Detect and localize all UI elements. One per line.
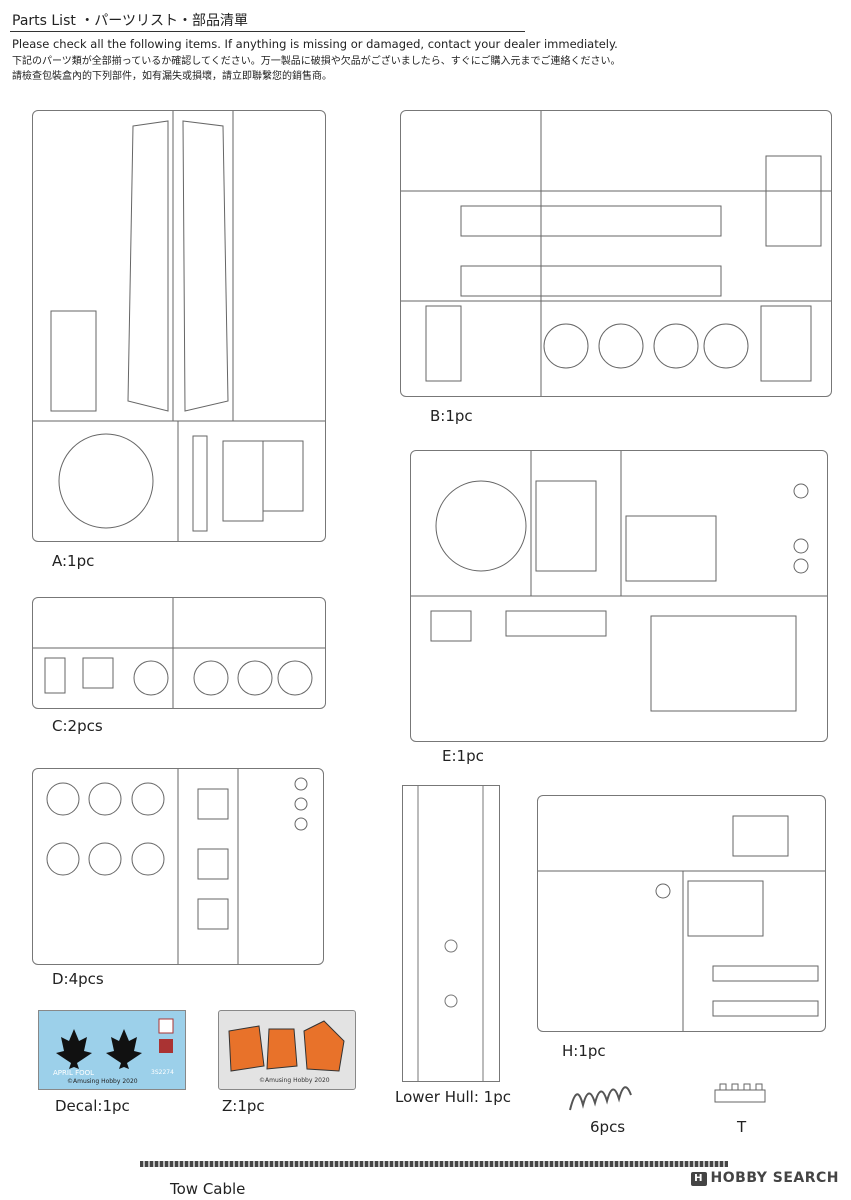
decal-text-2: ©Amusing Hobby 2020 xyxy=(67,1078,138,1085)
sprue-h-caption: H:1pc xyxy=(562,1042,606,1060)
photo-etch-graphics xyxy=(228,1020,345,1072)
page-title: Parts List ・パーツリスト・部品清單 xyxy=(12,13,249,29)
decal-text-1: APRIL FOOL xyxy=(53,1069,95,1077)
hobby-search-logo: H xyxy=(690,1172,707,1186)
photo-etch-sheet: ©Amusing Hobby 2020 xyxy=(218,1010,356,1090)
spring-caption: 6pcs xyxy=(590,1118,626,1136)
decal-code: 3S2274 xyxy=(151,1069,174,1076)
tow-cable-caption: Tow Cable xyxy=(170,1180,246,1198)
header-divider xyxy=(10,31,525,32)
lower-hull-caption: Lower Hull: 1pc xyxy=(395,1088,511,1106)
sprue-c-drawing xyxy=(33,598,325,708)
sprue-a-caption: A:1pc xyxy=(52,552,95,570)
sprue-h xyxy=(537,795,826,1032)
lower-hull-part xyxy=(402,785,500,1082)
instruction-japanese: 下記のパーツ類が全部揃っているか確認してください。万一製品に破損や欠品がございま… xyxy=(12,56,621,67)
sprue-d-caption: D:4pcs xyxy=(52,970,104,988)
sprue-e-caption: E:1pc xyxy=(442,747,484,765)
spring-icon xyxy=(569,1086,632,1111)
lower-hull-drawing xyxy=(417,786,484,1081)
decal-sheet: APRIL FOOL ©Amusing Hobby 2020 3S2274 xyxy=(38,1010,186,1090)
instruction-chinese: 請檢查包裝盒內的下列部件，如有漏失或損壞，請立即聯繫您的銷售商。 xyxy=(12,71,332,82)
sprue-b xyxy=(400,110,832,397)
decal-graphics xyxy=(56,1018,174,1069)
sprue-e xyxy=(410,450,828,742)
sprue-a-drawing xyxy=(33,111,325,541)
track-caption: T xyxy=(737,1118,747,1136)
sprue-e-drawing xyxy=(411,451,827,712)
hobby-search-text: HOBBY SEARCH xyxy=(710,1170,839,1186)
sprue-b-drawing xyxy=(401,111,831,396)
sprue-a xyxy=(32,110,326,542)
sprue-c-caption: C:2pcs xyxy=(52,717,103,735)
photo-etch-text: ©Amusing Hobby 2020 xyxy=(259,1077,330,1084)
sprue-d-drawing xyxy=(46,769,308,964)
sprue-c xyxy=(32,597,326,709)
sprue-h-drawing xyxy=(538,815,825,1031)
sprue-b-caption: B:1pc xyxy=(430,407,473,425)
decal-caption: Decal:1pc xyxy=(55,1097,130,1115)
photo-etch-caption: Z:1pc xyxy=(222,1097,265,1115)
sprue-d xyxy=(32,768,324,965)
track-link-icon xyxy=(714,1083,766,1103)
instruction-english: Please check all the following items. If… xyxy=(12,37,618,51)
tow-cable-part xyxy=(140,1161,728,1167)
